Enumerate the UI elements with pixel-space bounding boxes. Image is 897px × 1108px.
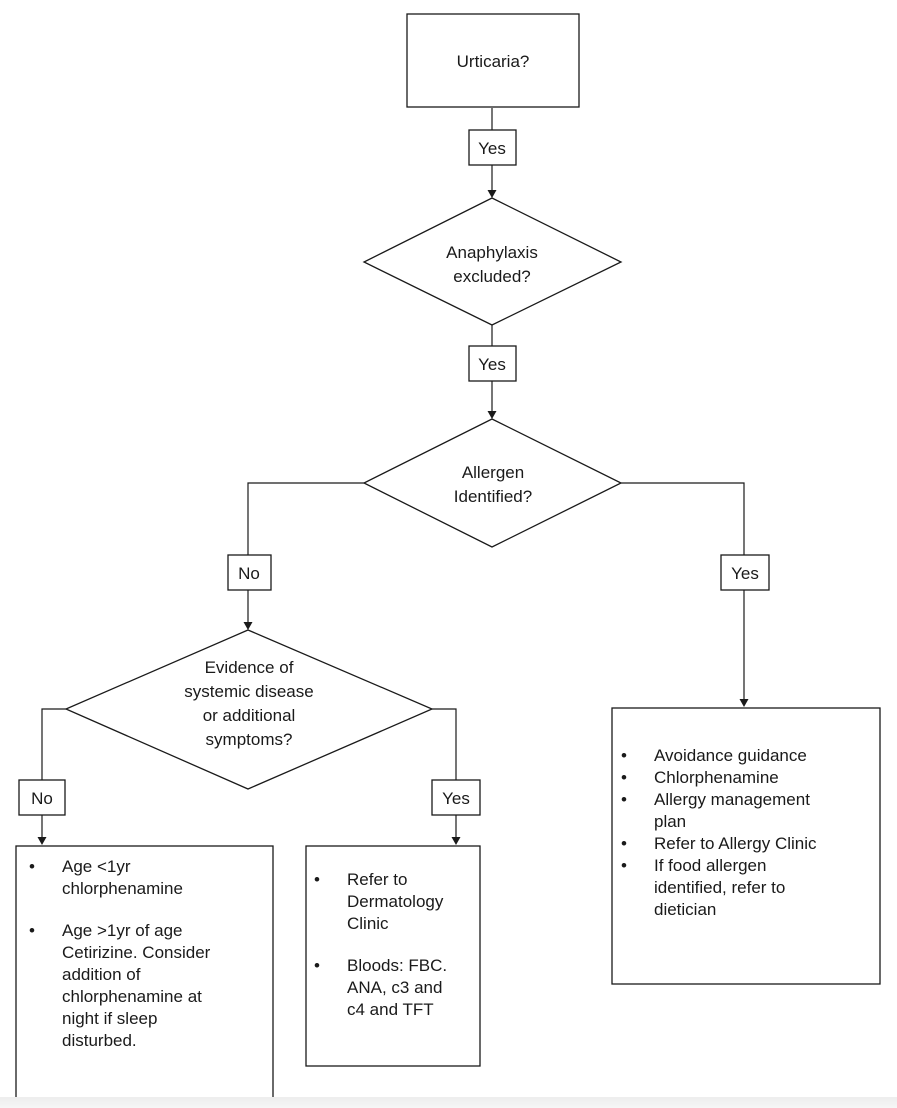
label-urticaria-yes: Yes (478, 139, 506, 158)
decision-allergen-line2: Identified? (454, 487, 532, 506)
label-allergen-yes: Yes (731, 564, 759, 583)
connector-systemic-yes (432, 708, 457, 839)
list-item: Avoidance guidance (621, 745, 879, 767)
label-box-systemic-no (18, 779, 66, 816)
decision-systemic-line4: symptoms? (206, 730, 293, 749)
label-systemic-no: No (31, 789, 53, 808)
list-item: If food allergen identified, refer to di… (621, 855, 879, 921)
label-box-allergen-yes (720, 554, 770, 591)
label-systemic-yes: Yes (442, 789, 470, 808)
list-item: Refer to Dermatology Clinic (314, 869, 479, 935)
label-box-allergen-no (227, 554, 272, 591)
decision-allergen (362, 418, 623, 548)
decision-allergen-line1: Allergen (462, 463, 524, 482)
decision-systemic-line1: Evidence of (205, 658, 294, 677)
outcome-systemic-list: Refer to Dermatology Clinic Bloods: FBC.… (314, 869, 479, 1021)
connector-allergen-yes (621, 482, 745, 701)
label-anaphylaxis-yes: Yes (478, 355, 506, 374)
node-urticaria-label: Urticaria? (457, 52, 530, 71)
list-item: Chlorphenamine (621, 767, 879, 789)
node-urticaria (406, 13, 580, 108)
outcome-no-systemic-list: Age <1yr chlorphenamine Age >1yr of age … (29, 856, 269, 1052)
decision-anaphylaxis-line1: Anaphylaxis (446, 243, 538, 262)
decision-anaphylaxis-line2: excluded? (453, 267, 531, 286)
outcome-allergen-identified-list: Avoidance guidance Chlorphenamine Allerg… (621, 745, 879, 921)
list-item: Allergy management plan (621, 789, 879, 833)
arrowhead-no-systemic-outcome (37, 837, 47, 845)
arrowhead-allergen-outcome (739, 699, 749, 707)
label-allergen-no: No (238, 564, 260, 583)
decision-systemic-line3: or additional (203, 706, 296, 725)
page-bottom-edge (0, 1097, 897, 1108)
list-item: Age >1yr of age Cetirizine. Consider add… (29, 920, 269, 1052)
arrowhead-allergen (487, 411, 497, 419)
arrowhead-systemic-outcome (451, 837, 461, 845)
list-item: Age <1yr chlorphenamine (29, 856, 269, 900)
decision-systemic (64, 629, 434, 790)
label-box-urticaria-yes (468, 129, 517, 166)
label-box-systemic-yes (431, 779, 481, 816)
arrowhead-systemic (243, 622, 253, 630)
list-item: Bloods: FBC. ANA, c3 and c4 and TFT (314, 955, 479, 1021)
label-box-anaphylaxis-yes (468, 345, 517, 382)
list-item: Refer to Allergy Clinic (621, 833, 879, 855)
connector-systemic-no (41, 708, 66, 839)
decision-systemic-line2: systemic disease (184, 682, 313, 701)
connector-allergen-no (247, 482, 364, 624)
arrowhead-anaphylaxis (487, 190, 497, 198)
decision-anaphylaxis (362, 197, 623, 326)
